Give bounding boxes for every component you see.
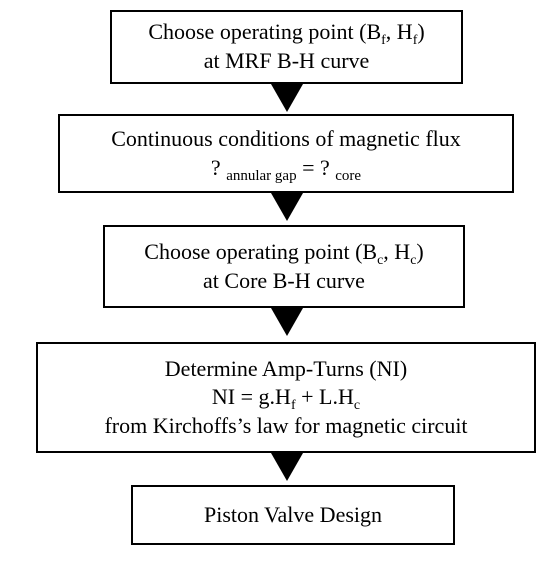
step-box-amp-turns: Determine Amp-Turns (NI) NI = g.Hf + L.H…	[36, 342, 536, 453]
step1-sub-hf: f	[412, 33, 418, 49]
step4-text-b: + L.H	[295, 384, 354, 410]
step3-text-a: Choose operating point (B	[144, 238, 378, 264]
step-box-piston-valve-design: Piston Valve Design	[131, 485, 455, 545]
step3-sub-hc: c	[410, 252, 417, 268]
step5-line1: Piston Valve Design	[203, 501, 383, 527]
step3-line2: at Core B-H curve	[203, 267, 365, 293]
step2-line2: ? annular gap = ? core	[210, 154, 362, 184]
step4-sub-hc: c	[353, 398, 361, 414]
step2-flux-symbol-gap: ?	[210, 154, 221, 180]
step4-line1: Determine Amp-Turns (NI)	[164, 355, 408, 381]
step-box-operating-point-mrf: Choose operating point (Bf, Hf) at MRF B…	[110, 10, 463, 84]
step3-text-c: )	[416, 238, 424, 264]
step4-sub-hf: f	[290, 398, 296, 414]
step2-line1: Continuous conditions of magnetic flux	[111, 125, 461, 151]
step3-line1: Choose operating point (Bc, Hc)	[144, 238, 424, 268]
step2-flux-symbol-core: ?	[320, 154, 330, 180]
step1-text-a: Choose operating point (B	[148, 19, 382, 45]
step-box-flux-continuity: Continuous conditions of magnetic flux ?…	[58, 114, 514, 193]
step1-sub-bf: f	[381, 33, 386, 49]
step2-sub-core: core	[335, 167, 362, 184]
step4-text-a: NI = g.H	[211, 384, 291, 410]
step4-line3: from Kirchoffs’s law for magnetic circui…	[104, 412, 468, 438]
step3-sub-bc: c	[377, 252, 384, 268]
step1-line1: Choose operating point (Bf, Hf)	[148, 18, 425, 49]
step-box-operating-point-core: Choose operating point (Bc, Hc) at Core …	[103, 225, 465, 308]
step2-equals: =	[302, 154, 315, 180]
step1-text-c: )	[417, 19, 425, 45]
step1-text-b: , H	[385, 19, 413, 45]
step2-sub-annular-gap: annular gap	[226, 167, 297, 184]
step4-line2: NI = g.Hf + L.Hc	[211, 383, 361, 414]
step3-text-b: , H	[383, 238, 411, 264]
step1-line2: at MRF B-H curve	[203, 48, 370, 73]
